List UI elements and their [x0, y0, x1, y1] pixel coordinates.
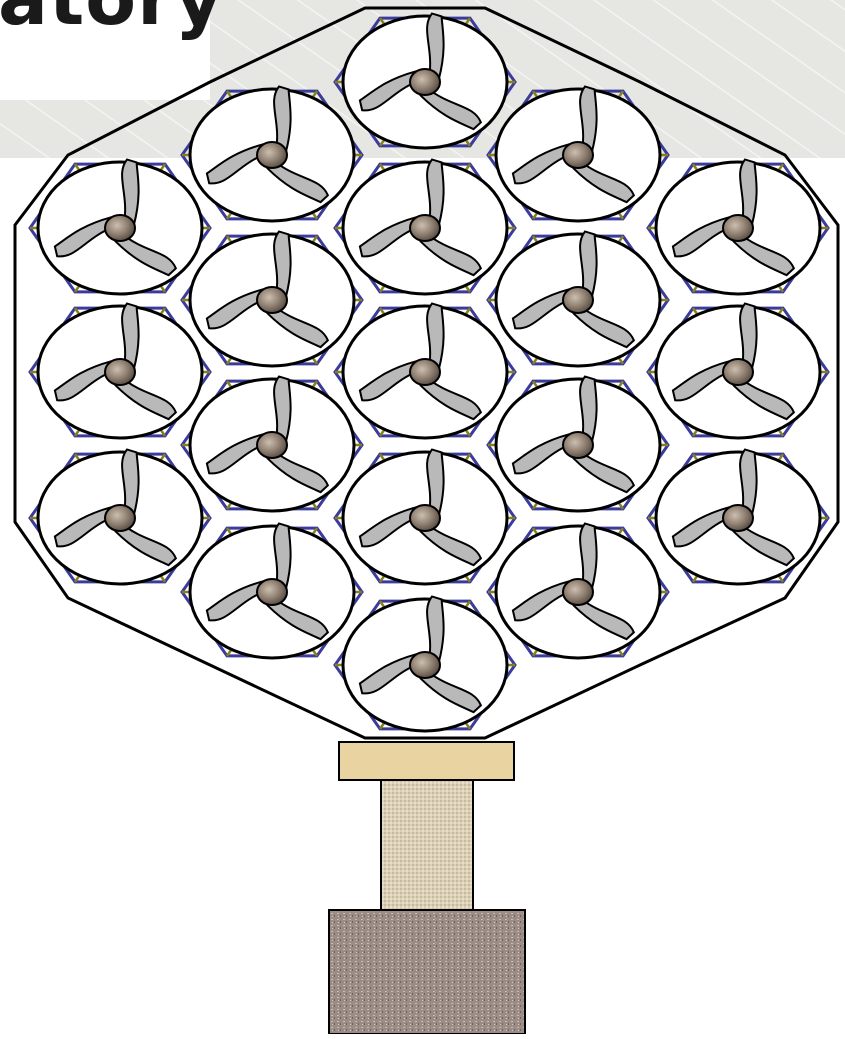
post-column [381, 780, 473, 910]
hub-icon [723, 359, 753, 385]
fan-icon [190, 521, 354, 658]
fan-icon [496, 374, 660, 511]
hub-icon [105, 505, 135, 531]
hub-icon [410, 69, 440, 95]
fan-icon [343, 447, 507, 584]
fan-icon [656, 301, 820, 438]
support-post [329, 742, 525, 1034]
hub-icon [410, 505, 440, 531]
fan-icon [343, 301, 507, 438]
fan-icon [343, 157, 507, 294]
hub-icon [563, 432, 593, 458]
hub-icon [410, 652, 440, 678]
hub-icon [410, 359, 440, 385]
post-base [329, 910, 525, 1034]
hub-icon [257, 579, 287, 605]
hub-icon [257, 287, 287, 313]
fan-icon [656, 447, 820, 584]
fan-icon [38, 301, 202, 438]
hub-icon [723, 505, 753, 531]
hub-icon [105, 359, 135, 385]
fan-icon [38, 447, 202, 584]
hub-icon [257, 432, 287, 458]
hub-icon [723, 215, 753, 241]
post-cap [339, 742, 514, 780]
page-title-fragment: atory [0, 0, 224, 42]
hub-icon [257, 142, 287, 168]
fan-icon [496, 521, 660, 658]
hub-icon [105, 215, 135, 241]
fan-icon [190, 229, 354, 366]
fan-icon [190, 374, 354, 511]
fan-icon [343, 594, 507, 731]
hub-icon [563, 579, 593, 605]
hub-icon [410, 215, 440, 241]
hub-icon [563, 142, 593, 168]
fan-icon [496, 229, 660, 366]
fan-icon [38, 157, 202, 294]
hub-icon [563, 287, 593, 313]
fan-icon [656, 157, 820, 294]
